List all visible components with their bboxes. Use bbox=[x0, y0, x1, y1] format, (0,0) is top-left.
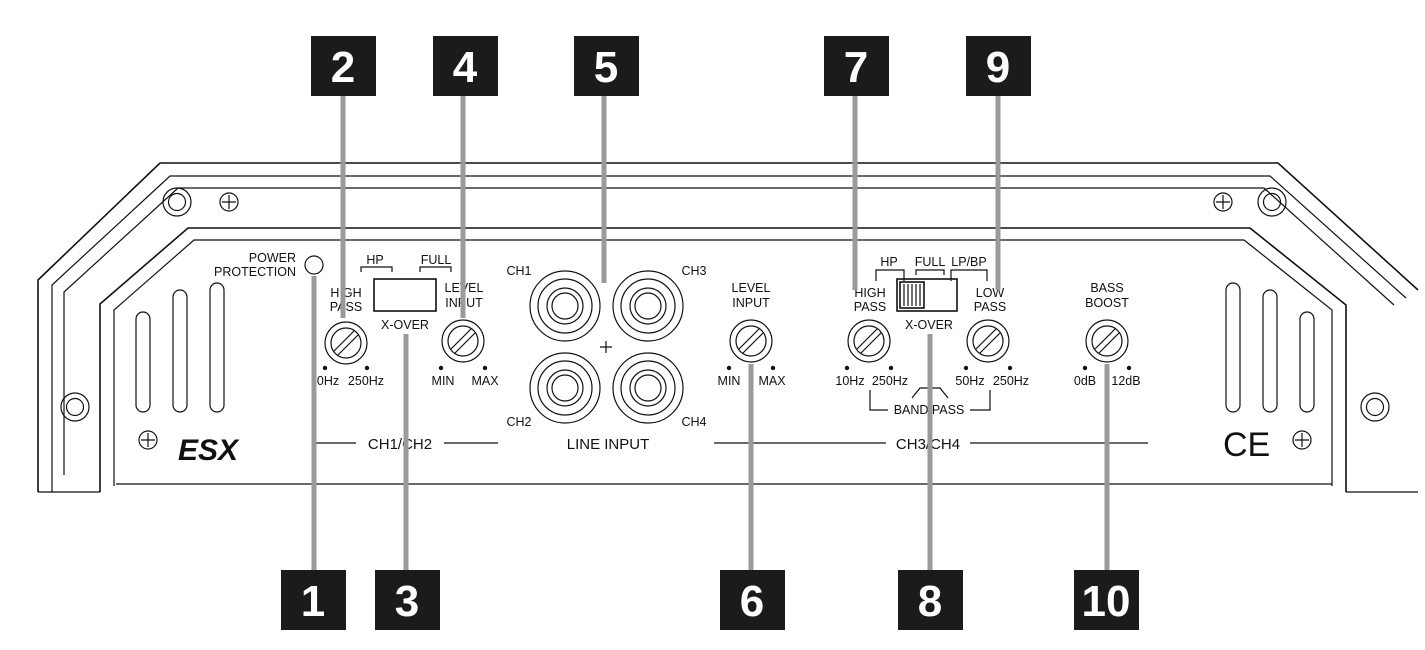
callout-badge-7: 7 bbox=[824, 36, 889, 96]
svg-text:1: 1 bbox=[301, 577, 325, 626]
bass-max: 12dB bbox=[1111, 374, 1140, 388]
high-label: HIGH bbox=[330, 286, 361, 300]
power-protection-led: POWER PROTECTION bbox=[214, 251, 324, 279]
right-lp-max: 250Hz bbox=[993, 374, 1029, 388]
pass-label: PASS bbox=[854, 300, 886, 314]
pass-label: PASS bbox=[974, 300, 1006, 314]
svg-text:2: 2 bbox=[331, 43, 355, 92]
callout-badge-6: 6 bbox=[720, 570, 785, 630]
right-level-min: MIN bbox=[718, 374, 741, 388]
power-label: POWER bbox=[249, 251, 296, 265]
svg-text:7: 7 bbox=[844, 43, 868, 92]
ch4-label: CH4 bbox=[681, 415, 706, 429]
pass-label: PASS bbox=[330, 300, 362, 314]
xover-label: X-OVER bbox=[381, 318, 429, 332]
group-left-label: CH1/CH2 bbox=[368, 436, 432, 453]
xover-full: FULL bbox=[421, 253, 452, 267]
left-hp-max: 250Hz bbox=[348, 374, 384, 388]
left-level-min: MIN bbox=[432, 374, 455, 388]
level-label: LEVEL bbox=[732, 281, 771, 295]
rca-ch4 bbox=[612, 352, 684, 424]
left-high-pass-knob[interactable]: HIGH PASS 0Hz 250Hz bbox=[317, 286, 384, 388]
right-high-pass-knob[interactable]: HIGH PASS 10Hz 250Hz bbox=[835, 286, 908, 388]
right-hp-max: 250Hz bbox=[872, 374, 908, 388]
callout-badge-4: 4 bbox=[433, 36, 498, 96]
boost-label: BOOST bbox=[1085, 296, 1129, 310]
bass-min: 0dB bbox=[1074, 374, 1096, 388]
protection-label: PROTECTION bbox=[214, 265, 296, 279]
callout-badge-8: 8 bbox=[898, 570, 963, 630]
svg-text:8: 8 bbox=[918, 577, 942, 626]
callout-badges: 2 4 5 7 9 1 3 6 8 10 bbox=[281, 36, 1139, 630]
ch2-label: CH2 bbox=[506, 415, 531, 429]
callout-badge-5: 5 bbox=[574, 36, 639, 96]
input-label: INPUT bbox=[732, 296, 770, 310]
rca-ch1 bbox=[529, 270, 601, 342]
right-hp-min: 10Hz bbox=[835, 374, 864, 388]
left-xover-switch[interactable]: HP FULL X-OVER bbox=[360, 253, 452, 332]
callout-badge-1: 1 bbox=[281, 570, 346, 630]
svg-text:9: 9 bbox=[986, 43, 1010, 92]
left-level-max: MAX bbox=[471, 374, 499, 388]
ch1-label: CH1 bbox=[506, 264, 531, 278]
vent-slots bbox=[135, 282, 1315, 413]
bass-boost-knob[interactable]: BASS BOOST 0dB 12dB bbox=[1074, 281, 1141, 388]
xover-lpbp: LP/BP bbox=[951, 255, 986, 269]
left-hp-min: 0Hz bbox=[317, 374, 339, 388]
ce-mark: CE bbox=[1223, 426, 1270, 464]
line-input-rca-jacks[interactable]: CH1 CH3 CH2 CH4 LINE INPUT bbox=[506, 264, 706, 453]
ch3-label: CH3 bbox=[681, 264, 706, 278]
svg-text:10: 10 bbox=[1082, 577, 1131, 626]
bass-label: BASS bbox=[1090, 281, 1123, 295]
callout-badge-10: 10 bbox=[1074, 570, 1139, 630]
right-low-pass-knob[interactable]: LOW PASS 50Hz 250Hz bbox=[955, 286, 1029, 388]
rca-ch3 bbox=[612, 270, 684, 342]
callout-badge-2: 2 bbox=[311, 36, 376, 96]
xover-full: FULL bbox=[915, 255, 946, 269]
rca-ch2 bbox=[529, 352, 601, 424]
svg-text:3: 3 bbox=[395, 577, 419, 626]
xover-hp: HP bbox=[880, 255, 897, 269]
brand-logo: ESX bbox=[178, 434, 240, 467]
line-input-label: LINE INPUT bbox=[567, 436, 650, 453]
xover-label: X-OVER bbox=[905, 318, 953, 332]
svg-text:6: 6 bbox=[740, 577, 764, 626]
right-level-max: MAX bbox=[758, 374, 786, 388]
svg-text:5: 5 bbox=[594, 43, 618, 92]
xover-hp: HP bbox=[366, 253, 383, 267]
callout-badge-3: 3 bbox=[375, 570, 440, 630]
channel-group-lines: CH1/CH2 CH3/CH4 bbox=[316, 436, 1148, 453]
callout-badge-9: 9 bbox=[966, 36, 1031, 96]
high-label: HIGH bbox=[854, 286, 885, 300]
right-lp-min: 50Hz bbox=[955, 374, 984, 388]
svg-text:4: 4 bbox=[453, 43, 478, 92]
callout-leaders bbox=[311, 96, 1110, 572]
right-xover-switch[interactable]: HP FULL LP/BP X-OVER bbox=[875, 255, 988, 332]
mounting-holes bbox=[60, 187, 1390, 422]
screws bbox=[138, 192, 1312, 450]
right-level-input-knob[interactable]: LEVEL INPUT MIN MAX bbox=[718, 281, 787, 388]
